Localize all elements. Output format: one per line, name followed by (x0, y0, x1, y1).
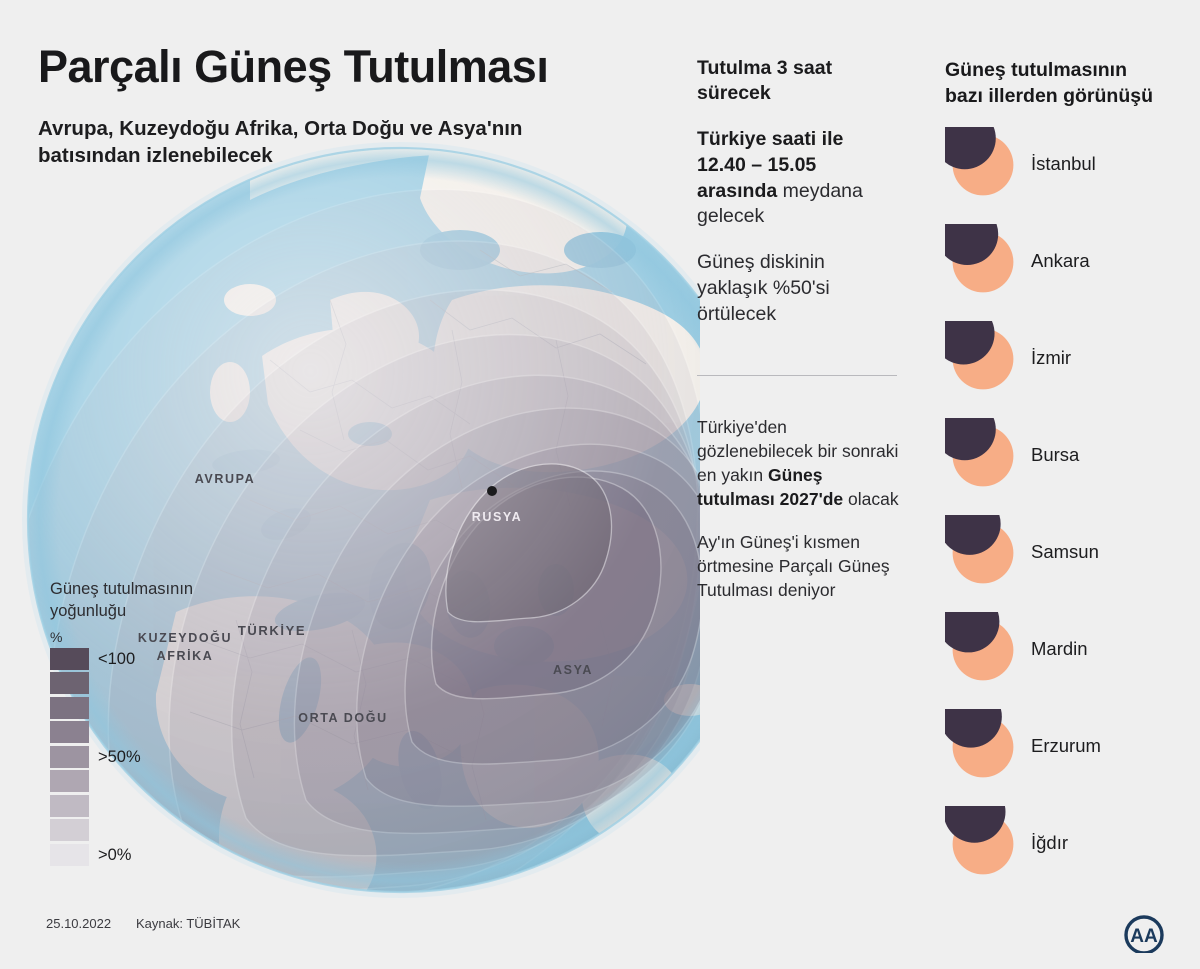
column-divider (697, 375, 897, 376)
legend-swatch (50, 721, 89, 744)
city-name: Mardin (1031, 638, 1088, 660)
fact-block: Türkiye saati ile 12.40 – 15.05 arasında… (697, 127, 897, 231)
legend-label: >50% (98, 747, 141, 766)
anadolu-agency-logo: AA (1124, 915, 1164, 953)
globe-graphic: AVRUPA KUZEYDOĞU AFRİKA TÜRKİYE ORTA DOĞU RUS… (22, 142, 700, 898)
fact-text: Güneş diskinin yaklaşık %50'si örtülecek (697, 251, 830, 326)
city-eclipse-row: İğdır (945, 806, 1185, 903)
fact-text: Türkiye saati ile 12.40 – 15.05 arasında… (697, 127, 863, 228)
legend-row (50, 770, 200, 795)
fact-text: Türkiye'den gözlenebilecek bir sonraki e… (697, 417, 899, 510)
legend-swatch (50, 647, 89, 670)
map-label-kuzeydoğu: KUZEYDOĞU (138, 630, 232, 645)
legend-unit: % (50, 628, 63, 645)
legend-swatch (50, 843, 89, 866)
fact-block: Güneş diskinin yaklaşık %50'si örtülecek (697, 250, 897, 328)
city-name: Samsun (1031, 541, 1099, 563)
moon-shadow (945, 515, 1001, 556)
fact-emphasis: Türkiye saati ile 12.40 – 15.05 arasında (697, 127, 844, 202)
city-eclipse-row: Ankara (945, 224, 1185, 321)
max-eclipse-marker (487, 486, 497, 496)
fact-emphasis: Güneş tutulması 2027'de (697, 465, 844, 510)
legend-swatch (50, 794, 89, 817)
city-name: Ankara (1031, 250, 1090, 272)
legend-label: <100 (98, 649, 136, 668)
moon-shadow (945, 321, 995, 365)
legend-swatch (50, 770, 89, 793)
city-name: İzmir (1031, 347, 1072, 369)
city-views-column: Güneş tutulmasının bazı illerden görünüş… (945, 58, 1185, 903)
legend-row: <100 (50, 647, 200, 673)
city-eclipse-row: İzmir (945, 321, 1185, 418)
legend-row: >0% (50, 843, 200, 869)
legend-row (50, 696, 200, 722)
moon-shadow (945, 127, 996, 170)
map-label-rusya: RUSYA (472, 510, 523, 524)
legend-label: >0% (98, 845, 132, 864)
region-label-group: AVRUPA KUZEYDOĞU AFRİKA TÜRKİYE ORTA DOĞU RUS… (138, 472, 593, 725)
eclipse-icon (945, 418, 1014, 487)
city-eclipse-row: İstanbul (945, 127, 1185, 224)
legend-row (50, 819, 200, 844)
eclipse-icon (945, 515, 1014, 584)
moon-shadow (945, 418, 996, 461)
legend-row: >50% (50, 745, 200, 771)
map-label-orta-doğu: ORTA DOĞU (298, 710, 387, 725)
legend-swatch (50, 672, 89, 695)
globe-edge-glow (28, 148, 700, 892)
source-credit: Kaynak: TÜBİTAK (136, 916, 241, 931)
legend-scale: <100 >50% >0% (50, 647, 200, 869)
legend-row (50, 794, 200, 820)
city-views-title: Güneş tutulmasının bazı illerden görünüş… (945, 59, 1154, 107)
eclipse-icon (945, 127, 1014, 196)
moon-shadow (945, 612, 1000, 653)
fact-block: Tutulma 3 saat sürecek (697, 56, 897, 107)
map-label-afri̇ka: AFRİKA (157, 648, 214, 663)
eclipse-map: AVRUPA KUZEYDOĞU AFRİKA TÜRKİYE ORTA DOĞU RUS… (22, 142, 700, 898)
fact-text: Ay'ın Güneş'i kısmen örtmesine Parçalı G… (697, 531, 890, 600)
moon-shadow (945, 224, 999, 266)
legend-row (50, 721, 200, 746)
city-name: İğdır (1031, 832, 1069, 854)
city-eclipse-row: Erzurum (945, 709, 1185, 806)
map-label-avrupa: AVRUPA (195, 472, 256, 486)
globe-rim (27, 147, 700, 893)
legend-title: Güneş tutulmasının yoğunluğu (50, 580, 194, 621)
city-eclipse-row: Bursa (945, 418, 1185, 515)
city-name: Bursa (1031, 444, 1080, 466)
legend-swatch (50, 745, 89, 768)
fact-text: Tutulma 3 saat sürecek (697, 57, 833, 105)
map-label-asya: ASYA (553, 663, 593, 677)
page-title: Parçalı Güneş Tutulması (38, 41, 549, 92)
eclipse-icon (945, 806, 1014, 875)
city-name: İstanbul (1031, 153, 1096, 175)
aa-logo-text: AA (1130, 926, 1158, 947)
eclipse-icon (945, 224, 1014, 293)
legend-row (50, 672, 200, 697)
city-eclipse-row: Samsun (945, 515, 1185, 612)
eclipse-icon (945, 709, 1014, 778)
map-label-türki̇ye: TÜRKİYE (238, 623, 306, 638)
moon-shadow (945, 709, 1002, 749)
city-name: Erzurum (1031, 735, 1101, 757)
publish-date: 25.10.2022 (46, 916, 112, 931)
intensity-legend: Güneş tutulmasının yoğunluğu % <100 >50% >… (50, 578, 200, 868)
page-subtitle: Avrupa, Kuzeydoğu Afrika, Orta Doğu ve A… (38, 117, 523, 168)
globe-surface (28, 148, 700, 892)
city-eclipse-row: Mardin (945, 612, 1185, 709)
legend-swatch (50, 819, 89, 842)
eclipse-icon (945, 612, 1014, 681)
legend-swatch (50, 696, 89, 719)
facts-column-bottom: Türkiye'den gözlenebilecek bir sonraki e… (697, 415, 902, 620)
eclipse-icon (945, 321, 1014, 390)
moon-shadow (945, 806, 1006, 844)
fact-block: Türkiye'den gözlenebilecek bir sonraki e… (697, 415, 902, 512)
fact-block: Ay'ın Güneş'i kısmen örtmesine Parçalı G… (697, 530, 902, 602)
